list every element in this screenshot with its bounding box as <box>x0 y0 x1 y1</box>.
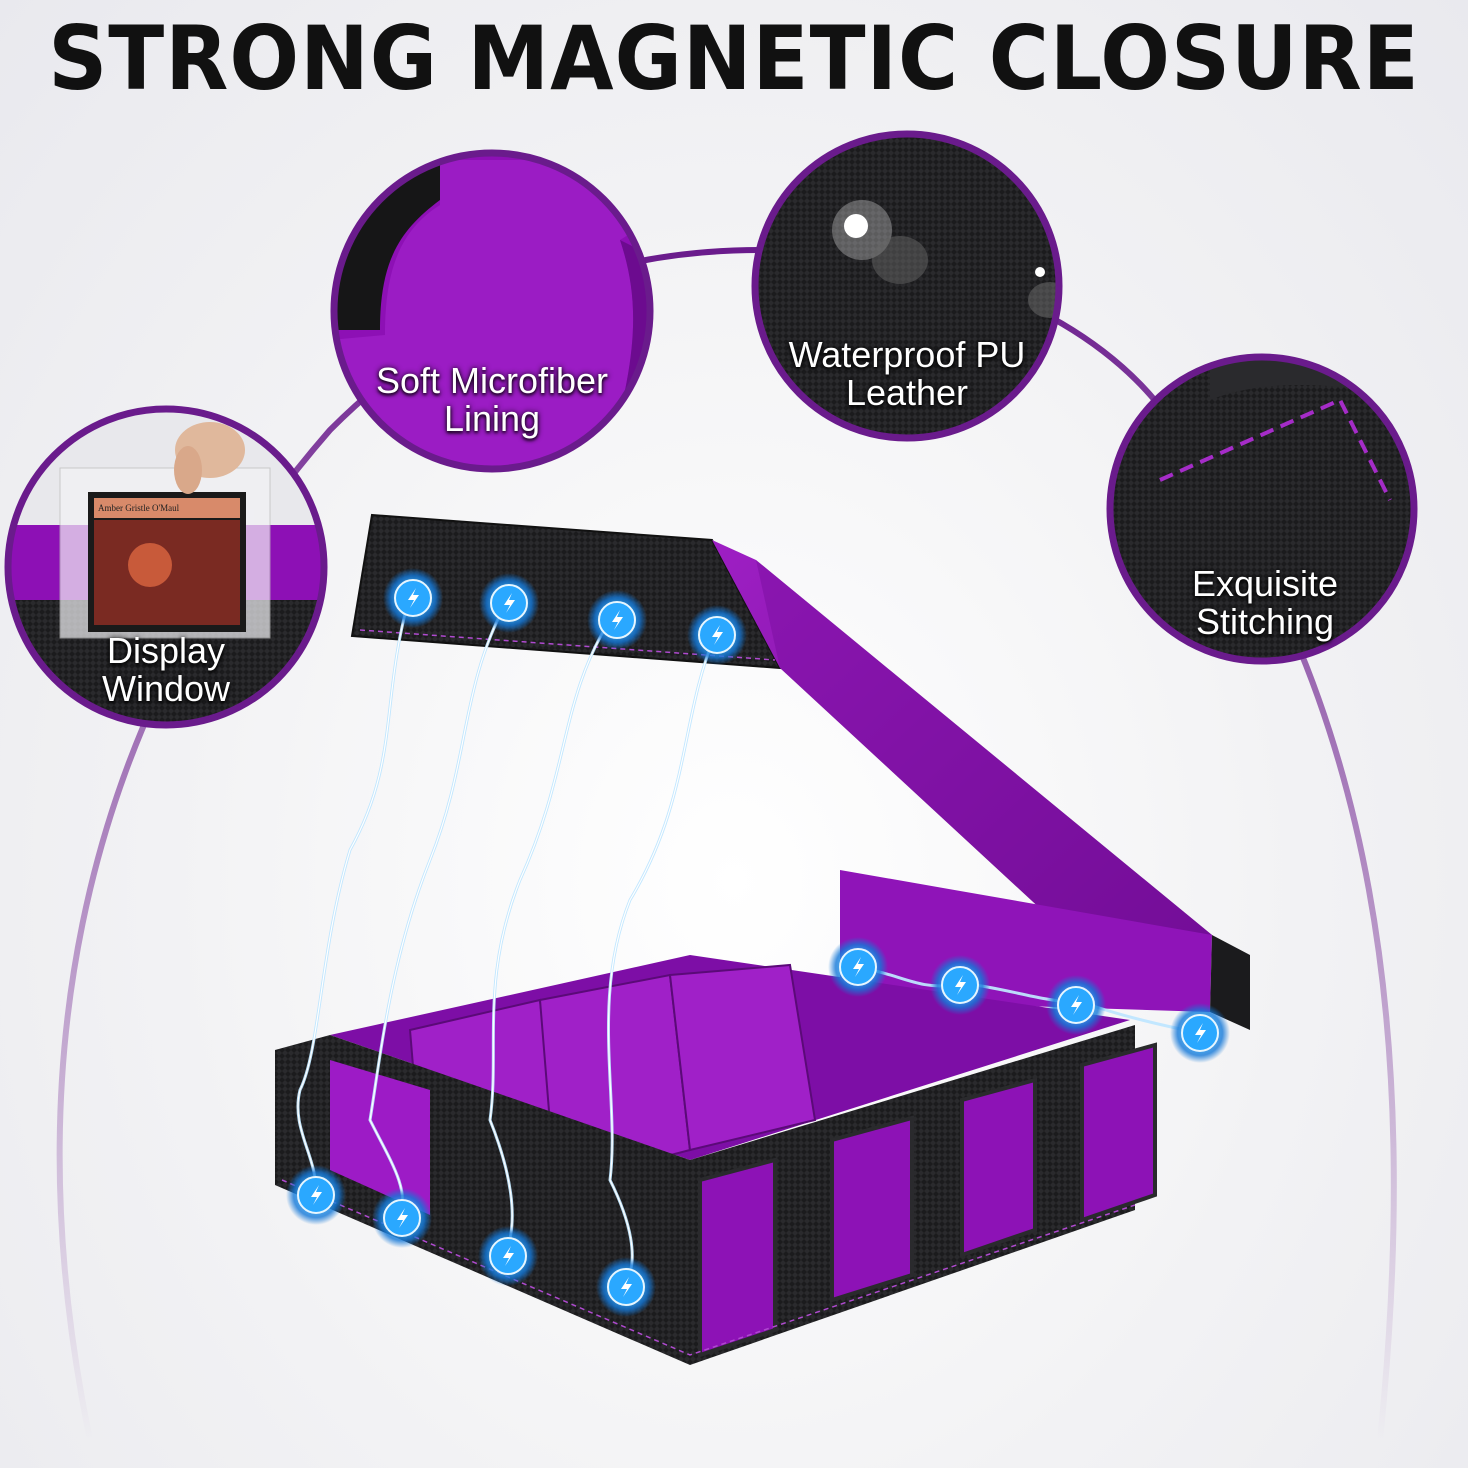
pu-leather-water-drops-closeup <box>751 130 1063 442</box>
box-lid <box>350 513 1250 1030</box>
stitching-label: Exquisite Stitching <box>1191 563 1339 642</box>
stitching-closeup <box>1106 353 1418 665</box>
box-base <box>275 955 1157 1365</box>
display-window-closeup <box>4 405 328 729</box>
microfiber-label: Soft Microfiber Lining <box>375 360 609 439</box>
magnet-lightning-icon <box>286 568 1230 1317</box>
headline: STRONG MAGNETIC CLOSURE <box>48 8 1420 111</box>
display-window-label: Display Window <box>101 630 231 709</box>
magnetic-lightning-core <box>297 594 716 1286</box>
microfiber-lining-closeup <box>330 149 654 473</box>
card-name: Amber Gristle O'Maul <box>98 503 180 513</box>
leather-label: Waterproof PU Leather <box>788 334 1026 413</box>
